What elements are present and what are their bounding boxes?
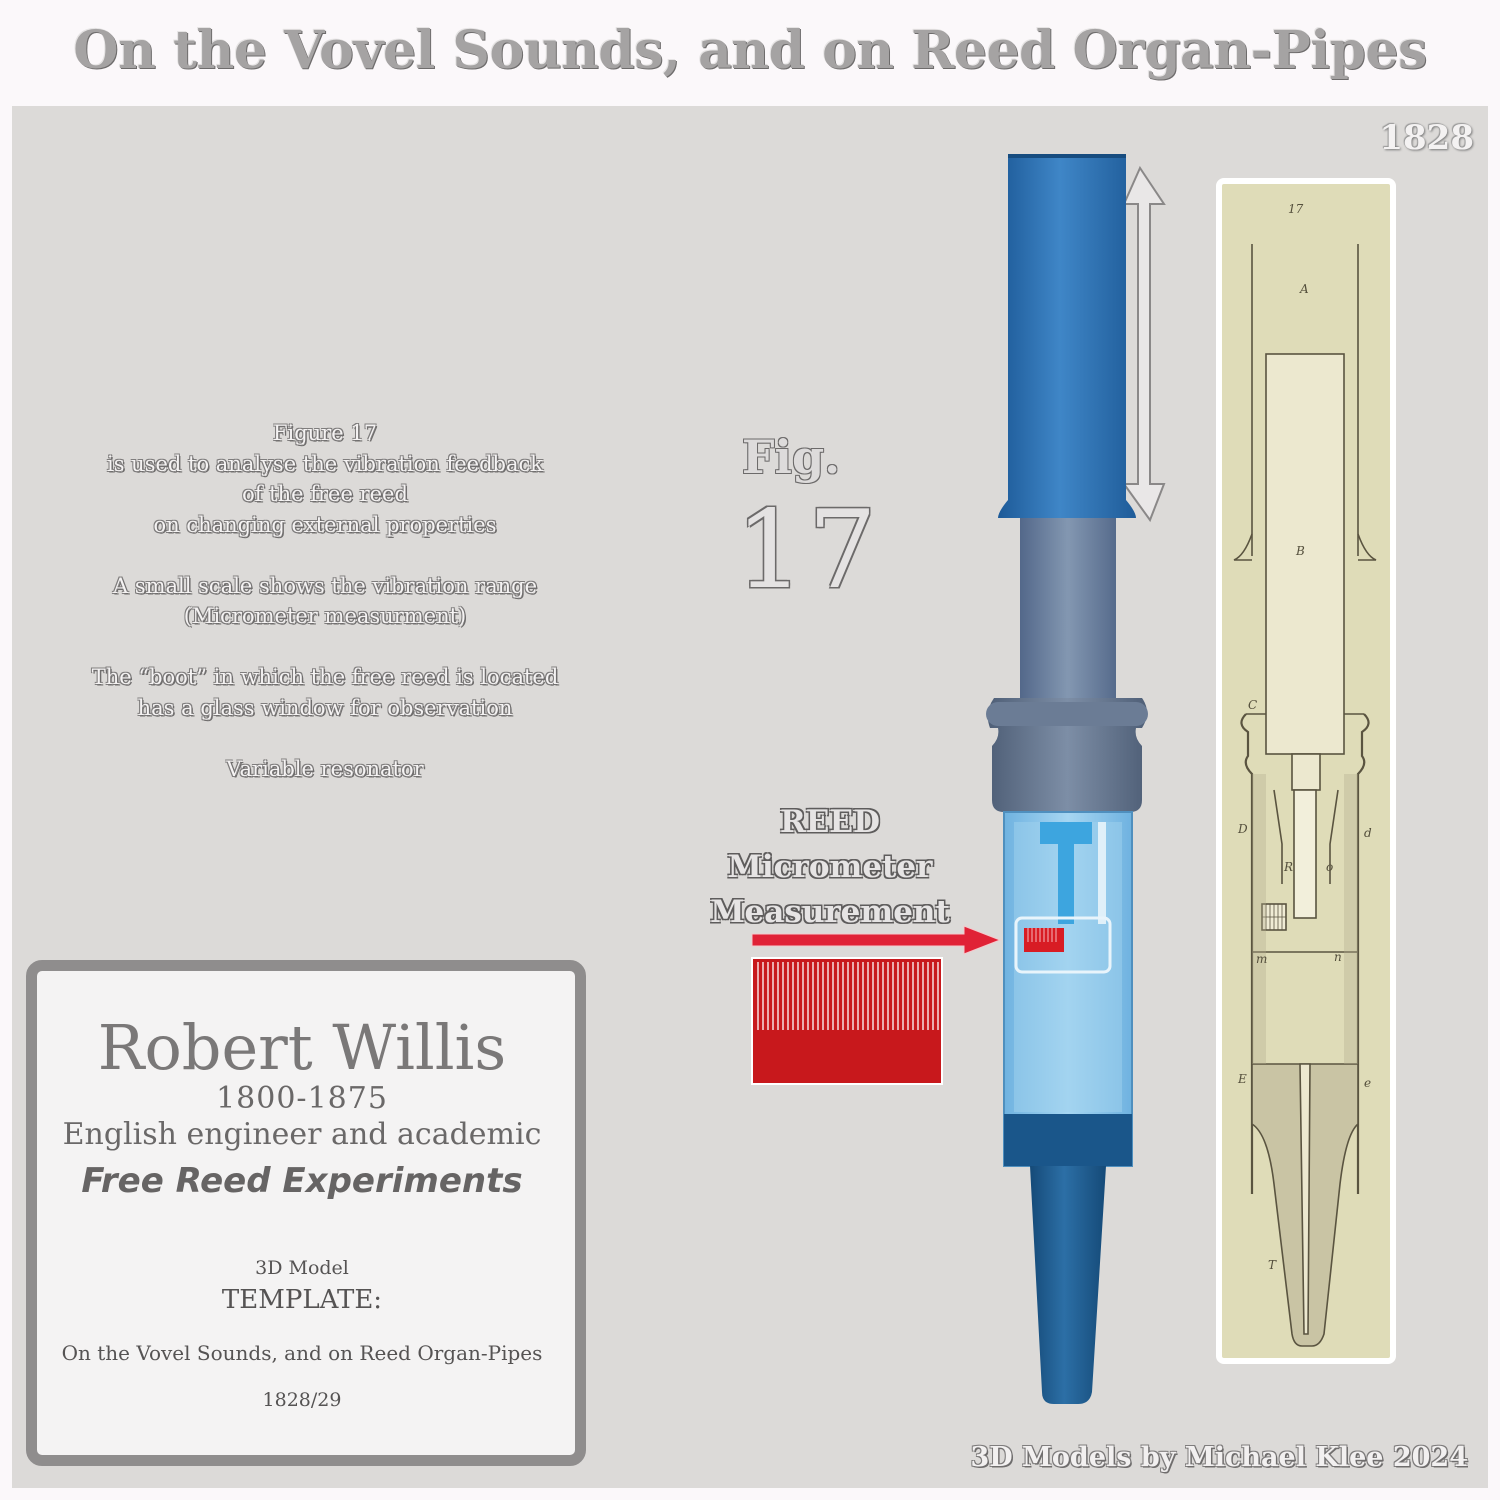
model-line: 3D Model [255,1257,349,1279]
reed-micrometer-label: REED Micrometer Measurement [690,800,970,935]
boot-base [1004,1114,1132,1166]
micrometer-frame [1014,916,1112,974]
engraving-label-d-left: D [1238,822,1248,836]
reference-year: 1828/29 [262,1389,342,1411]
engraving-label-o: o [1326,860,1334,874]
author-name: Robert Willis [97,1011,507,1084]
reed-block [1040,822,1092,844]
description-line: Figure 17 [272,421,378,445]
description-line: Variable resonator [226,756,424,781]
reed-label-line: REED [780,804,880,840]
engraving-label-b: B [1296,544,1305,558]
description-line: of the free reed [242,482,408,506]
engraving-label-t: T [1268,1258,1277,1272]
experiments-title: Free Reed Experiments [81,1161,523,1201]
engraving-label-r: R [1284,860,1294,874]
description-line: The “boot” in which the free reed is loc… [91,665,559,689]
year-label: 1828 [1379,118,1474,158]
engraving-label-m: m [1256,952,1268,966]
figure-number: 17 [735,488,881,613]
template-line: TEMPLATE: [221,1285,383,1315]
info-card: Robert Willis 1800-1875 English engineer… [26,960,586,1466]
resonator-rim [1008,154,1126,158]
pointer-arrow [751,925,1002,955]
foot-nozzle [1030,1166,1106,1404]
engraving-label-c: C [1248,698,1258,712]
figure-label: Fig. [741,430,841,484]
description-text: Figure 17 is used to analyse the vibrati… [40,418,610,784]
reed-tongue [1058,844,1074,924]
credit-line: 3D Models by Michael Klee 2024 [970,1442,1468,1473]
description-line: A small scale shows the vibration range [112,573,537,598]
description-line: is used to analyse the vibration feedbac… [107,451,543,476]
reference-title: On the Vovel Sounds, and on Reed Organ-P… [61,1341,543,1365]
engraving-label-a: A [1300,282,1309,296]
engraving-label-n: n [1334,950,1342,964]
author-dates: 1800-1875 [216,1081,388,1116]
description-line: (Micrometer measurment) [183,604,467,628]
engraving-label-e-right: e [1364,1076,1372,1090]
original-engraving: 17 A B C D d R o m n E e T [1216,178,1396,1364]
description-line: has a glass window for observation [137,695,513,720]
collar [987,698,1147,812]
reed-label-line: Micrometer [727,849,933,885]
slide-range-arrow [1122,165,1166,523]
resonator-tube [998,154,1136,518]
reed-label-line: Measurement [710,894,950,930]
page-title: On the Vovel Sounds, and on Reed Organ-P… [73,20,1427,81]
author-role: English engineer and academic [62,1117,542,1152]
slide-neck [1020,518,1116,704]
engraving-label-fig: 17 [1288,202,1304,216]
description-line: on changing external properties [153,512,497,537]
engraving-label-d-right: d [1364,826,1372,840]
collar-ring [986,702,1148,726]
micrometer-scale-enlarged [751,957,943,1085]
engraving-drawing [1233,244,1377,1347]
engraving-label-e-left: E [1238,1072,1247,1086]
